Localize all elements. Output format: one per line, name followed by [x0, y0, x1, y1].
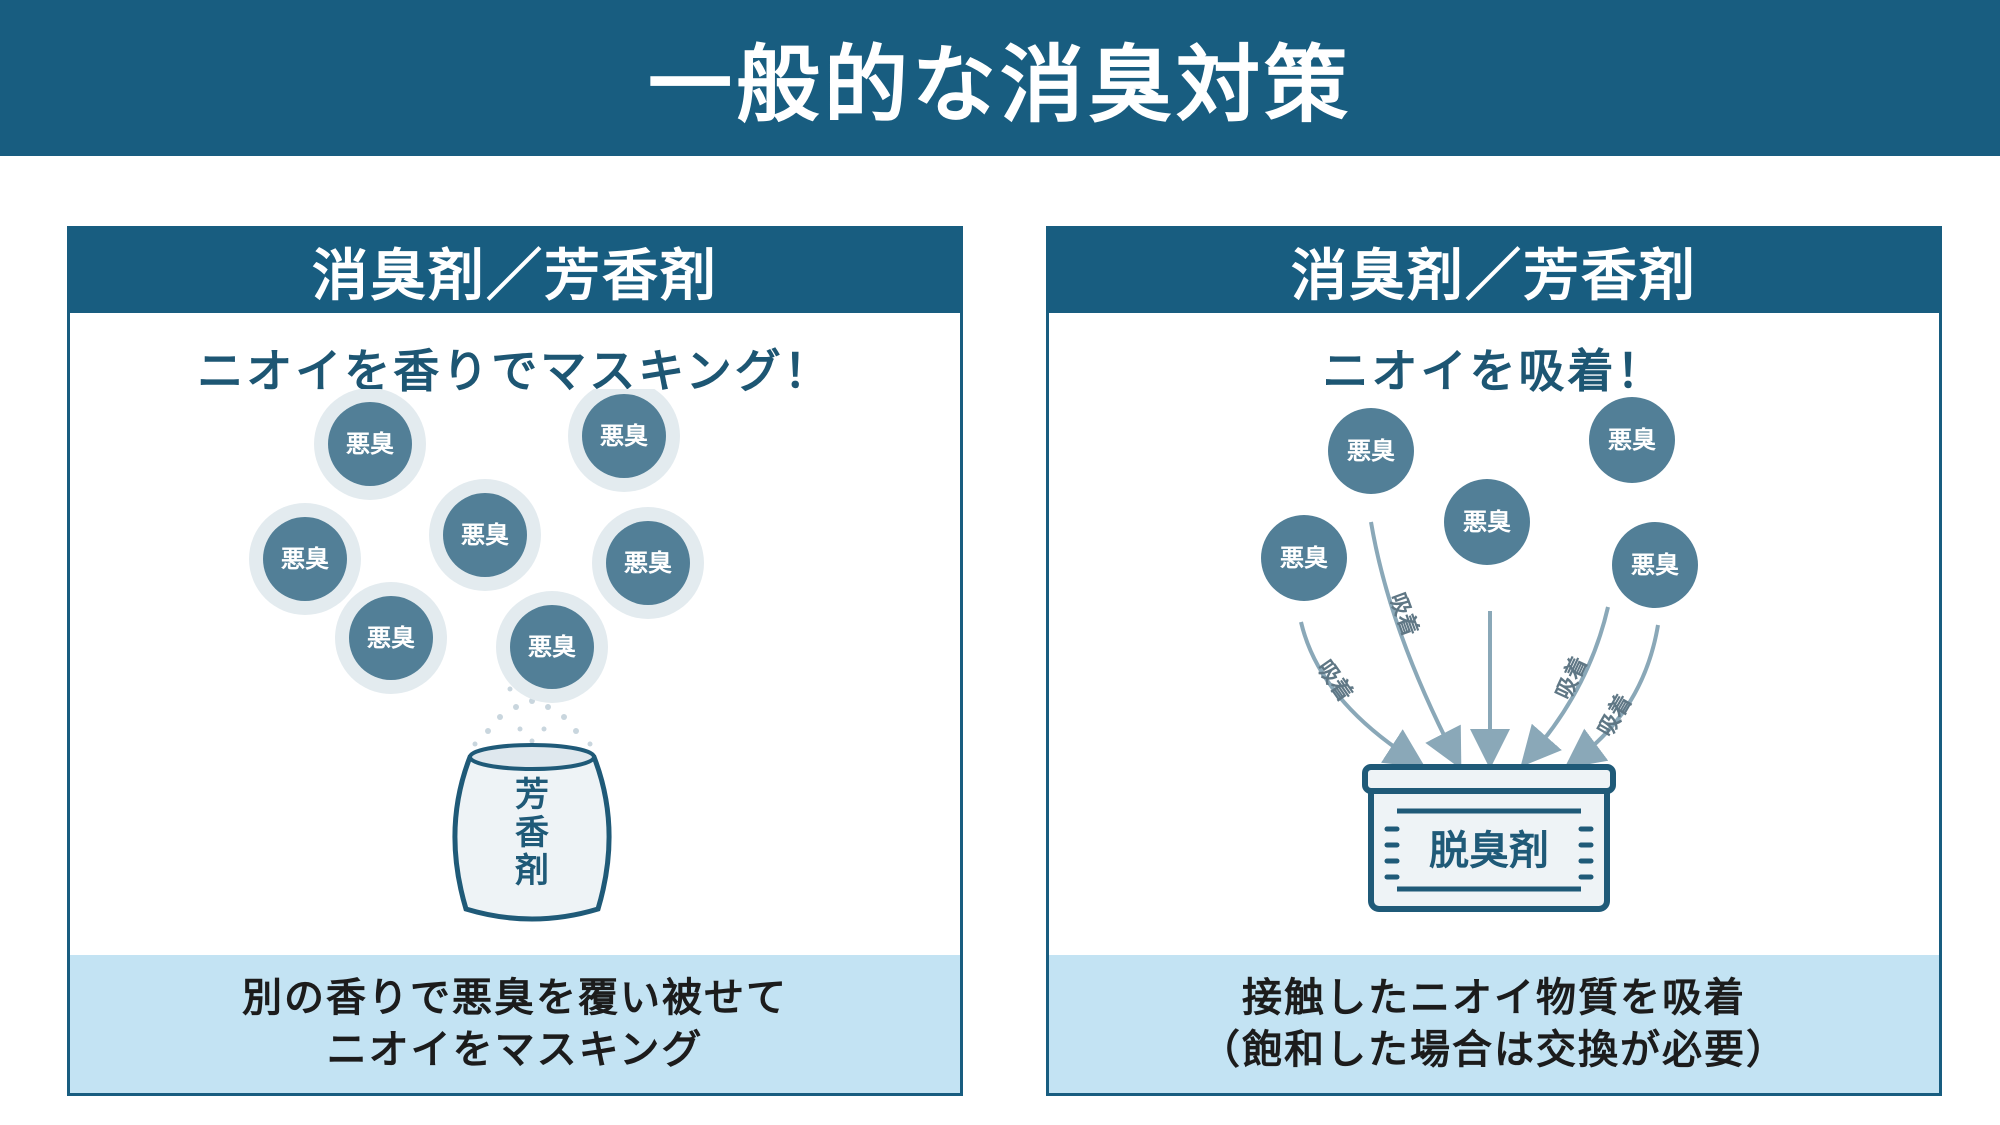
odor-label: 悪臭	[367, 624, 415, 652]
odor-label: 悪臭	[1347, 437, 1395, 465]
odor-bubble: 悪臭	[1328, 408, 1414, 494]
odor-label: 悪臭	[1463, 508, 1511, 536]
odor-label: 悪臭	[346, 430, 394, 458]
odor-bubble: 悪臭	[335, 582, 447, 694]
odor-bubble: 悪臭	[314, 389, 426, 500]
absorb-arrow	[1564, 624, 1660, 769]
masking-panel: 消臭剤／芳香剤 ニオイを香りでマスキング！ 悪臭 悪臭 悪臭 悪臭	[67, 226, 963, 1096]
odor-label: 悪臭	[600, 422, 648, 450]
absorb-label: 吸着	[1384, 589, 1423, 639]
absorb-label: 吸着	[1551, 653, 1593, 704]
odor-label: 悪臭	[1608, 426, 1656, 454]
footer-line: ニオイをマスキング	[326, 1027, 704, 1073]
masking-panel-subtitle: ニオイを香りでマスキング！	[197, 344, 833, 398]
footer-line: 接触したニオイ物質を吸着	[1242, 975, 1746, 1021]
absorption-illustration: 吸着 吸着 吸着 吸着 悪臭 悪臭 悪臭 悪臭 悪臭	[1261, 397, 1698, 912]
masking-panel-footer: 別の香りで悪臭を覆い被せて ニオイをマスキング	[70, 955, 960, 1093]
absorption-panel-footer: 接触したニオイ物質を吸着 （飽和した場合は交換が必要）	[1049, 955, 1939, 1093]
absorb-arrow	[1369, 521, 1462, 770]
absorption-panel-header: 消臭剤／芳香剤	[1049, 229, 1939, 313]
odor-bubble: 悪臭	[496, 591, 608, 703]
odor-bubble: 悪臭	[429, 479, 541, 591]
odor-bubble: 悪臭	[249, 503, 361, 615]
odor-bubble: 悪臭	[568, 389, 680, 492]
odor-label: 悪臭	[528, 633, 576, 661]
odor-bubble: 悪臭	[1612, 522, 1698, 608]
absorption-panel: 消臭剤／芳香剤 ニオイを吸着！ 吸着 吸着 吸着 吸着 悪臭 悪臭	[1046, 226, 1942, 1096]
odor-bubble: 悪臭	[1589, 397, 1675, 483]
masking-panel-header: 消臭剤／芳香剤	[70, 229, 960, 313]
deodorizer-box: 脱臭剤	[1362, 764, 1616, 912]
odor-label: 悪臭	[1631, 551, 1679, 579]
container-label: 芳	[515, 775, 549, 815]
page-title: 一般的な消臭対策	[647, 35, 1352, 134]
box-label: 脱臭剤	[1429, 828, 1549, 874]
odor-label: 悪臭	[1280, 544, 1328, 572]
air-freshener-container: 芳 香 剤	[452, 743, 612, 922]
footer-line: 別の香りで悪臭を覆い被せて	[242, 975, 788, 1021]
odor-label: 悪臭	[461, 521, 509, 549]
odor-bubble: 悪臭	[592, 507, 704, 619]
container-label: 香	[515, 813, 549, 853]
masking-illustration: 悪臭 悪臭 悪臭 悪臭 悪臭 悪臭 悪臭 芳	[249, 389, 704, 922]
absorb-arrow	[1299, 621, 1426, 768]
odor-bubble: 悪臭	[1444, 479, 1530, 565]
odor-bubble: 悪臭	[1261, 515, 1347, 601]
odor-label: 悪臭	[281, 545, 329, 573]
absorption-panel-subtitle: ニオイを吸着！	[1322, 344, 1666, 398]
absorb-arrow	[1520, 606, 1610, 768]
footer-line: （飽和した場合は交換が必要）	[1200, 1027, 1788, 1073]
container-label: 剤	[515, 851, 549, 891]
odor-label: 悪臭	[624, 549, 672, 577]
title-banner: 一般的な消臭対策	[0, 0, 2000, 156]
